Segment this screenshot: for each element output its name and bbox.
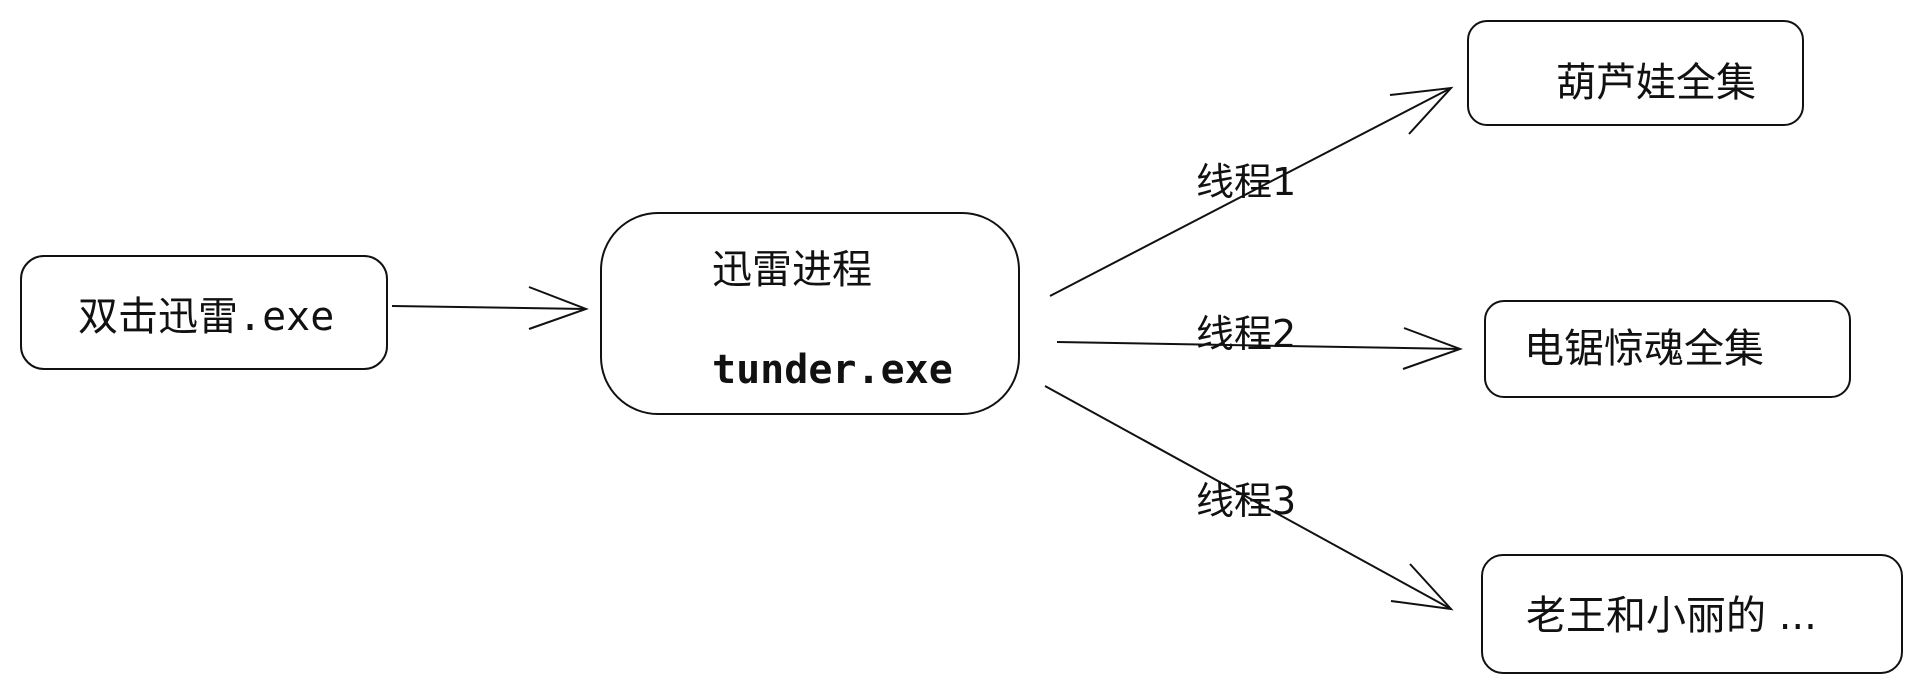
launch-node: 双击迅雷.exe — [20, 255, 388, 370]
download-3-label: 老王和小丽的 ... — [1526, 593, 1817, 639]
download-2-label: 电锯惊魂全集 — [1524, 326, 1764, 372]
arrow-thread-1 — [1049, 86, 1454, 297]
launch-label-extension: .exe — [238, 294, 335, 340]
process-node: 迅雷进程 tunder.exe — [600, 212, 1020, 415]
arrow-launch-to-process — [391, 286, 589, 330]
process-executable: tunder.exe — [712, 347, 953, 393]
thread-2-label: 线程2 — [1196, 312, 1297, 356]
thread-1-label: 线程1 — [1196, 160, 1297, 204]
arrow-thread-2 — [1056, 327, 1463, 370]
download-node-3: 老王和小丽的 ... — [1481, 554, 1903, 674]
download-node-2: 电锯惊魂全集 — [1484, 300, 1851, 398]
download-node-1: 葫芦娃全集 — [1467, 20, 1804, 126]
launch-label-main: 双击迅雷 — [78, 294, 238, 340]
arrow-thread-3 — [1044, 385, 1454, 611]
thread-3-label: 线程3 — [1196, 479, 1297, 523]
process-title: 迅雷进程 — [712, 247, 872, 293]
download-1-label: 葫芦娃全集 — [1556, 60, 1756, 106]
launch-label: 双击迅雷.exe — [78, 297, 334, 337]
